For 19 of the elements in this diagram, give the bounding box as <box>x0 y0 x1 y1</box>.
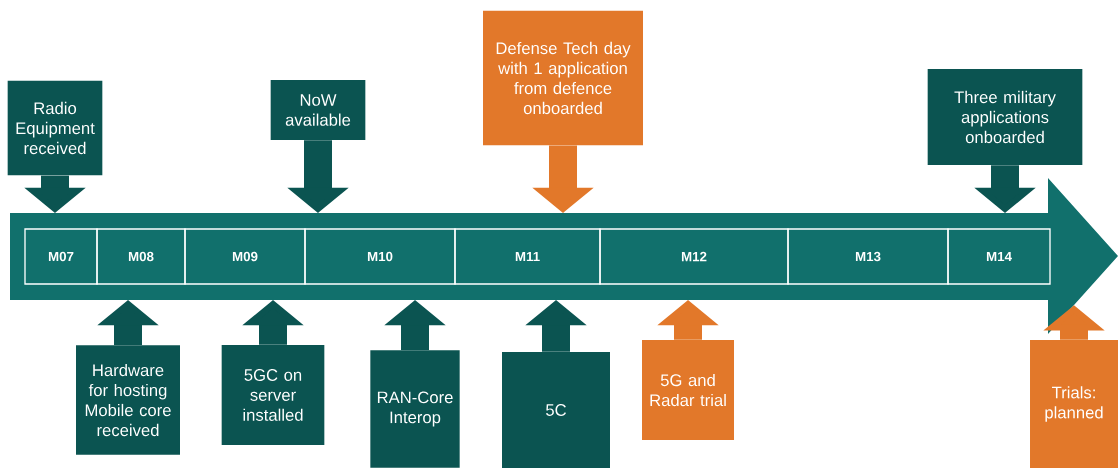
timeline-arrow <box>10 178 1118 334</box>
callout-box: Radio Equipment received <box>7 80 103 176</box>
callout-box: NoW available <box>270 80 366 140</box>
month-cell: M08 <box>96 228 186 285</box>
month-cell: M12 <box>599 228 789 285</box>
callout-box: 5G and Radar trial <box>642 340 734 440</box>
month-cell: M13 <box>787 228 949 285</box>
callout-box: Three military applications onboarded <box>927 69 1083 165</box>
month-cell: M11 <box>454 228 601 285</box>
callout-box: 5GC on server installed <box>221 345 325 445</box>
callout-box: Defense Tech day with 1 application from defence onboarded <box>483 10 643 146</box>
month-cell: M09 <box>184 228 306 285</box>
month-cell: M07 <box>24 228 98 285</box>
month-cell: M10 <box>304 228 456 285</box>
callout-box: Trials: planned <box>1030 340 1118 468</box>
callout-box: RAN-Core Interop <box>370 350 460 468</box>
callout-box: Hardware for hosting Mobile core received <box>76 345 180 455</box>
callout-box: 5C <box>502 352 610 468</box>
month-cell: M14 <box>947 228 1051 285</box>
